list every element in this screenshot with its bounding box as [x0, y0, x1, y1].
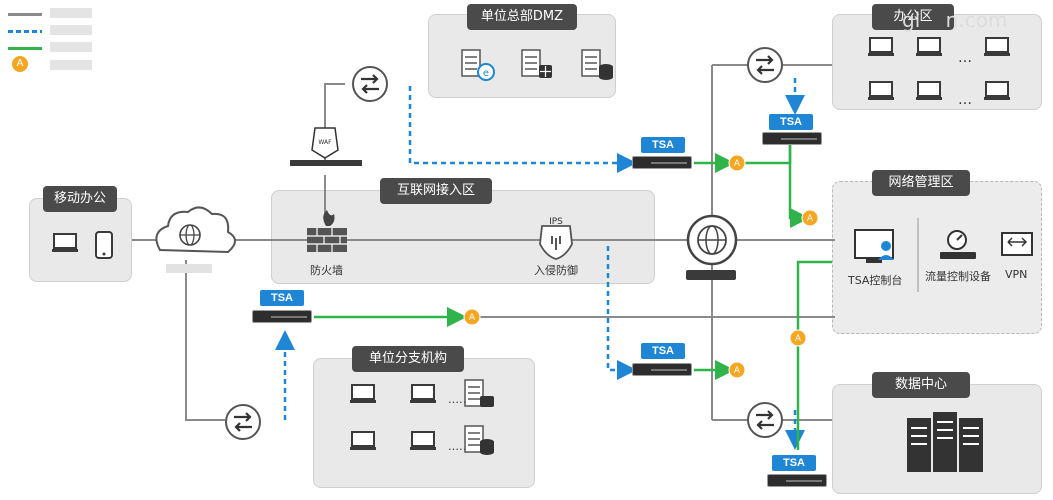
switch-datacenter-icon	[746, 401, 784, 439]
alert-badge-datacenter: A	[789, 329, 807, 347]
datacenter-servers-icon	[907, 412, 983, 472]
tsa-console-icon	[854, 229, 894, 263]
tsa-branch-device[interactable]	[252, 310, 312, 323]
internet-cloud-icon	[155, 206, 236, 273]
tsa-datacenter-tag: TSA	[772, 455, 816, 471]
tsa-console-label: TSA控制台	[848, 274, 903, 287]
zone-branch-title: 单位分支机构	[352, 346, 464, 372]
dmz-server-windows-icon	[521, 49, 552, 78]
zone-datacenter-title: 数据中心	[872, 372, 970, 398]
dmz-server-database-icon	[581, 49, 613, 80]
vpn-label: VPN	[1005, 268, 1028, 281]
tsa-mid-tag: TSA	[641, 343, 685, 359]
flow-control-icon	[940, 230, 976, 259]
tsa-datacenter-device[interactable]	[767, 474, 827, 487]
svg-text:A: A	[734, 366, 741, 376]
tsa-dmz-tag: TSA	[641, 137, 685, 153]
alert-badge-top: A	[728, 154, 746, 172]
ips-label: 入侵防御	[534, 264, 578, 277]
ips-icon: IPS	[539, 217, 573, 260]
tsa-office-device[interactable]	[762, 132, 822, 145]
legend-gray-text	[50, 8, 92, 18]
svg-text:IPS: IPS	[549, 217, 563, 227]
zone-dmz-title: 单位总部DMZ	[467, 4, 577, 30]
alert-badge-mid: A	[728, 361, 746, 379]
svg-text:A: A	[469, 313, 476, 323]
mobile-phone-icon	[95, 231, 113, 259]
firewall-label: 防火墙	[310, 264, 343, 277]
switch-office-icon	[746, 46, 784, 84]
switch-branch-icon	[224, 403, 262, 441]
legend-gray-line	[8, 13, 42, 16]
alert-badge-netmgmt: A	[801, 209, 819, 227]
mobile-laptop-icon	[51, 233, 79, 253]
svg-text:A: A	[807, 214, 814, 224]
zone-internet-title: 互联网接入区	[380, 178, 492, 204]
legend-green-text	[50, 42, 92, 52]
zone-branch	[313, 358, 535, 488]
firewall-icon	[307, 210, 347, 252]
vpn-icon	[1001, 232, 1033, 256]
zone-netmgmt-title: 网络管理区	[872, 170, 970, 196]
zone-office-title: 办公区	[872, 4, 954, 30]
tsa-mid-device[interactable]	[632, 363, 692, 376]
alert-badge-branch: A	[463, 308, 481, 326]
legend-alert-text	[50, 60, 92, 70]
legend-alert-badge: A	[12, 56, 28, 72]
switch-dmz-icon	[351, 65, 389, 103]
tsa-branch-tag: TSA	[260, 290, 304, 306]
svg-text:…: …	[958, 92, 972, 108]
branch-devices: …… ……	[349, 379, 494, 455]
zone-mobile-title: 移动办公	[43, 186, 117, 212]
waf-icon: WAF	[290, 127, 362, 166]
watermark: gl n.com	[902, 8, 1008, 32]
tsa-dmz-device[interactable]	[632, 156, 692, 169]
svg-text:A: A	[795, 334, 802, 344]
svg-text:…: …	[958, 50, 972, 66]
legend-blue-line	[8, 30, 42, 33]
svg-text:e: e	[483, 68, 489, 79]
legend-blue-text	[50, 25, 92, 35]
office-laptops: … …	[867, 37, 1011, 108]
legend-green-line	[8, 47, 42, 50]
svg-text:A: A	[734, 159, 741, 169]
svg-text:WAF: WAF	[318, 139, 332, 146]
core-router-icon	[686, 214, 738, 280]
dmz-server-web-icon: e	[461, 49, 495, 81]
zone-mobile	[29, 198, 132, 282]
tsa-office-tag: TSA	[769, 114, 813, 130]
flow-control-label: 流量控制设备	[925, 270, 991, 283]
